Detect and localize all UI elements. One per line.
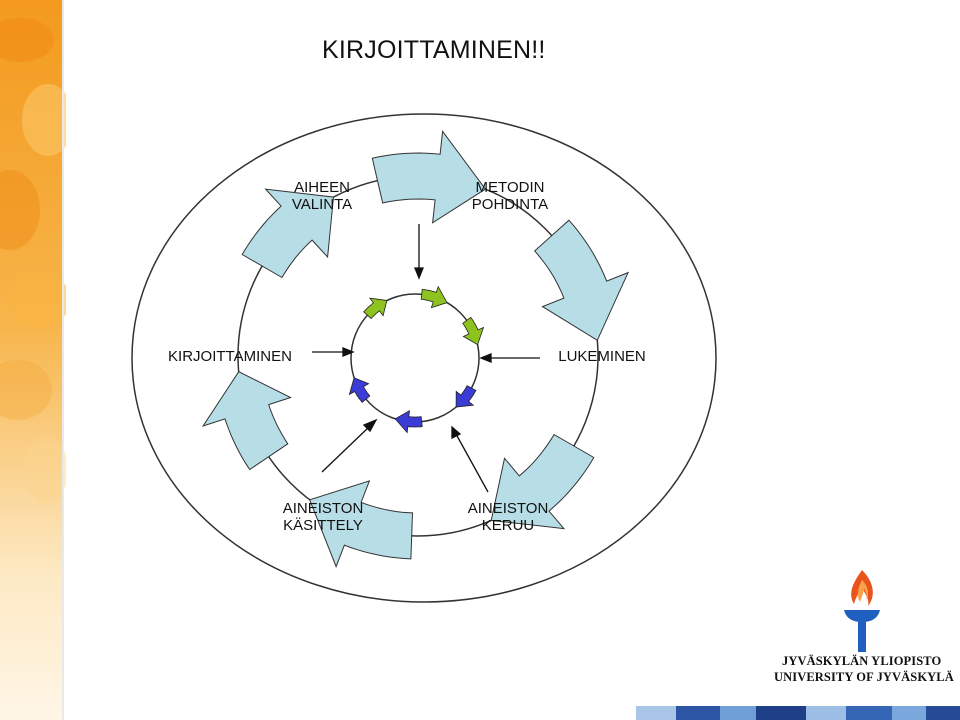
inner-arrow-green-3 — [462, 316, 485, 346]
outer-arrow-2 — [371, 129, 487, 224]
node-line: AINEISTON — [467, 500, 549, 517]
node-aineiston-keruu: AINEISTON KERUU — [462, 500, 554, 534]
university-torch-logo-icon — [844, 570, 880, 652]
pointer-from-bottom-left — [321, 425, 371, 473]
slide-title: KIRJOITTAMINEN!! — [322, 36, 546, 64]
node-lukeminen: LUKEMINEN — [552, 348, 652, 365]
inner-arrow-blue-1 — [455, 385, 477, 408]
node-aiheen-valinta: AIHEEN VALINTA — [286, 179, 358, 213]
node-line: KIRJOITTAMINEN — [168, 348, 292, 365]
node-line: VALINTA — [291, 196, 353, 213]
pointer-arrows — [312, 224, 540, 493]
pointer-from-bottom-left-head — [362, 418, 378, 433]
node-line: POHDINTA — [471, 196, 549, 213]
decorative-bottom-strip — [636, 706, 960, 720]
node-line: KÄSITTELY — [283, 517, 363, 534]
node-line: METODIN — [475, 179, 545, 196]
node-line: LUKEMINEN — [558, 348, 646, 365]
outer-arrow-5 — [309, 480, 414, 568]
inner-arrow-blue-3 — [348, 377, 371, 403]
node-line: AINEISTON — [282, 500, 364, 517]
outer-arrow-4 — [490, 433, 595, 530]
pointer-from-top-head — [414, 267, 424, 280]
outer-arrow-6 — [201, 371, 292, 471]
university-name-en: UNIVERSITY OF JYVÄSKYLÄ — [774, 670, 954, 684]
university-name-fi: JYVÄSKYLÄN YLIOPISTO — [782, 654, 942, 668]
pointer-from-right-head — [479, 353, 492, 363]
outer-arrow-1 — [241, 188, 335, 279]
inner-arrow-green-1 — [363, 297, 388, 320]
outer-arrow-3 — [534, 219, 630, 342]
pointer-from-left-head — [342, 347, 355, 357]
outer-ellipse — [131, 113, 717, 603]
inner-arrow-green-2 — [420, 285, 448, 309]
pointer-from-bottom-right — [455, 433, 489, 493]
node-line: KERUU — [481, 517, 535, 534]
node-line: AIHEEN — [294, 179, 350, 196]
pointer-from-bottom-right-head — [451, 425, 462, 440]
node-kirjoittaminen: KIRJOITTAMINEN — [160, 348, 300, 365]
inner-arrow-blue-2 — [394, 409, 423, 434]
node-aineiston-kasittely: AINEISTON KÄSITTELY — [276, 500, 370, 534]
decorative-leaf-strip — [0, 0, 66, 720]
node-metodin-pohdinta: METODIN POHDINTA — [464, 179, 556, 213]
